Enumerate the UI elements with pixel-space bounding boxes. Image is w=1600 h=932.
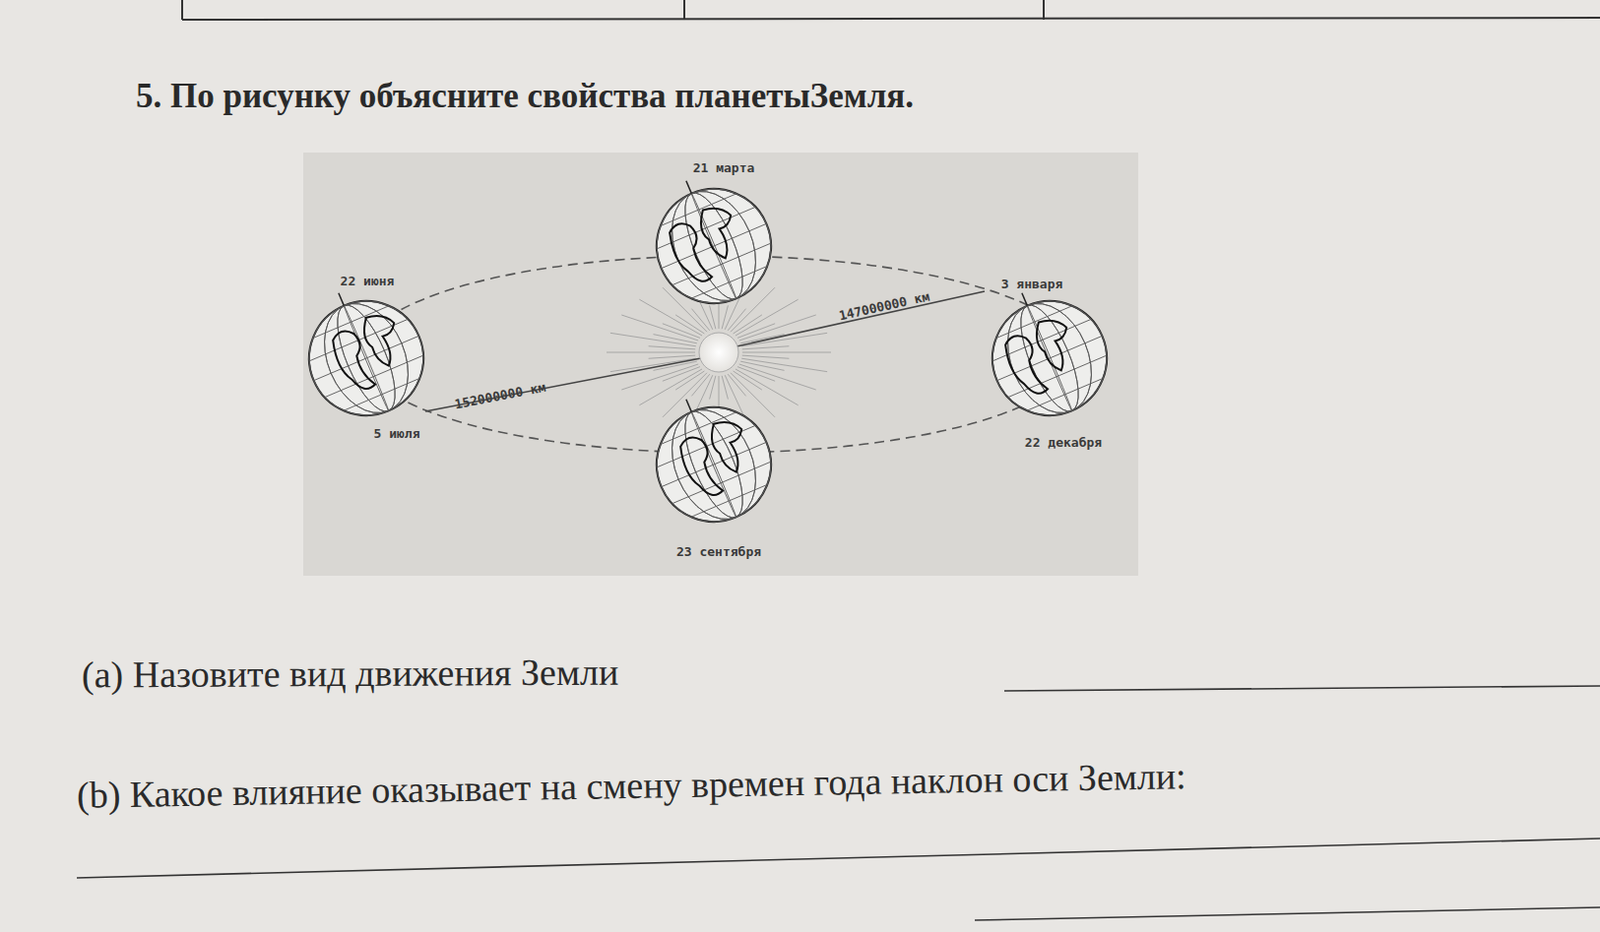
parallel: [324, 355, 424, 398]
meridian: [655, 178, 771, 314]
meridian: [639, 171, 789, 321]
sun-ray: [735, 299, 799, 336]
sun: [699, 332, 739, 373]
parallel: [672, 461, 771, 505]
meridian: [308, 290, 424, 426]
sun-ray: [742, 352, 832, 354]
meridian: [639, 389, 789, 540]
continent: [695, 200, 746, 263]
continent: [1030, 313, 1082, 376]
earth-axis: [1022, 293, 1027, 307]
sun-ray: [733, 371, 763, 390]
parallel: [660, 193, 737, 227]
continent: [1000, 331, 1050, 401]
parallel: [1026, 378, 1103, 411]
meridian: [655, 396, 771, 532]
earth-axis: [686, 181, 692, 194]
globe-outline: [639, 389, 789, 540]
continent: [664, 219, 714, 289]
sun-ray: [621, 315, 699, 341]
question-text: (b) Какое влияние оказывает на смену вре…: [76, 754, 1187, 818]
globes: [285, 158, 1125, 540]
distance-line: [425, 358, 702, 412]
earth-globe: [633, 377, 789, 540]
sun-ray: [648, 346, 697, 350]
sun-ray: [648, 355, 697, 359]
sun-ray: [691, 309, 709, 331]
diagram-label: 5 июля: [374, 426, 421, 442]
earth-globe: [633, 158, 789, 321]
diagram-label: 23 сентября: [676, 544, 762, 560]
sun-ray: [610, 332, 697, 346]
sun-ray: [610, 358, 697, 372]
sun-ray: [740, 334, 784, 344]
sun-ray: [739, 364, 817, 390]
diagram-label: 21 марта: [693, 160, 756, 176]
sun-ray: [741, 332, 828, 346]
continent: [327, 326, 378, 396]
sun-ray: [652, 334, 697, 344]
parallel: [672, 243, 771, 286]
sun-ray: [742, 355, 790, 359]
sun-ray: [727, 374, 746, 396]
parallel: [314, 335, 420, 381]
diagram-label: 22 декабря: [1024, 435, 1102, 450]
sun-ray: [740, 361, 784, 371]
parallel: [661, 223, 768, 268]
diagram-label: 22 июня: [340, 273, 395, 289]
globe-outline: [974, 283, 1125, 434]
earth-globe: [285, 270, 442, 434]
meridian: [974, 283, 1125, 434]
sun-ray: [709, 305, 716, 329]
parallel: [1008, 355, 1107, 398]
globe-outline: [291, 283, 442, 434]
parallel: [997, 335, 1103, 381]
meridian: [291, 283, 442, 434]
meridian: [291, 283, 442, 434]
sun-ray: [742, 346, 790, 350]
question-title: 5. По рисунку объясните свойства планеты…: [135, 76, 914, 117]
meridian: [991, 290, 1107, 426]
earth-axis: [338, 293, 344, 307]
meridian: [655, 396, 771, 532]
sun-ray: [606, 352, 696, 354]
globe-outline: [639, 171, 789, 321]
parallel: [996, 306, 1073, 339]
sun-ray: [675, 315, 704, 334]
continent: [705, 414, 757, 477]
sun-ray: [733, 315, 763, 334]
meridian: [974, 283, 1125, 434]
answer-lines: [76, 686, 1600, 921]
meridian: [308, 290, 424, 426]
meridian: [639, 171, 789, 321]
table-lines: [182, 0, 1600, 20]
continent: [675, 433, 725, 503]
question-text: (a) Назовите вид движения Земли: [81, 650, 620, 698]
sun-ray: [639, 369, 703, 406]
sun-ray: [721, 376, 728, 400]
meridian: [639, 389, 789, 540]
earth-axis: [686, 399, 692, 413]
diagram-label: 3 января: [1001, 276, 1064, 292]
meridian: [655, 178, 771, 314]
sun-ray: [675, 371, 704, 390]
continent: [358, 308, 409, 371]
earth-globe: [968, 270, 1125, 434]
sun-ray: [730, 373, 775, 418]
parallel: [691, 265, 768, 299]
sun-ray: [741, 358, 828, 372]
picture-background: [303, 152, 1139, 576]
parallel: [661, 442, 768, 487]
meridian: [991, 290, 1107, 426]
